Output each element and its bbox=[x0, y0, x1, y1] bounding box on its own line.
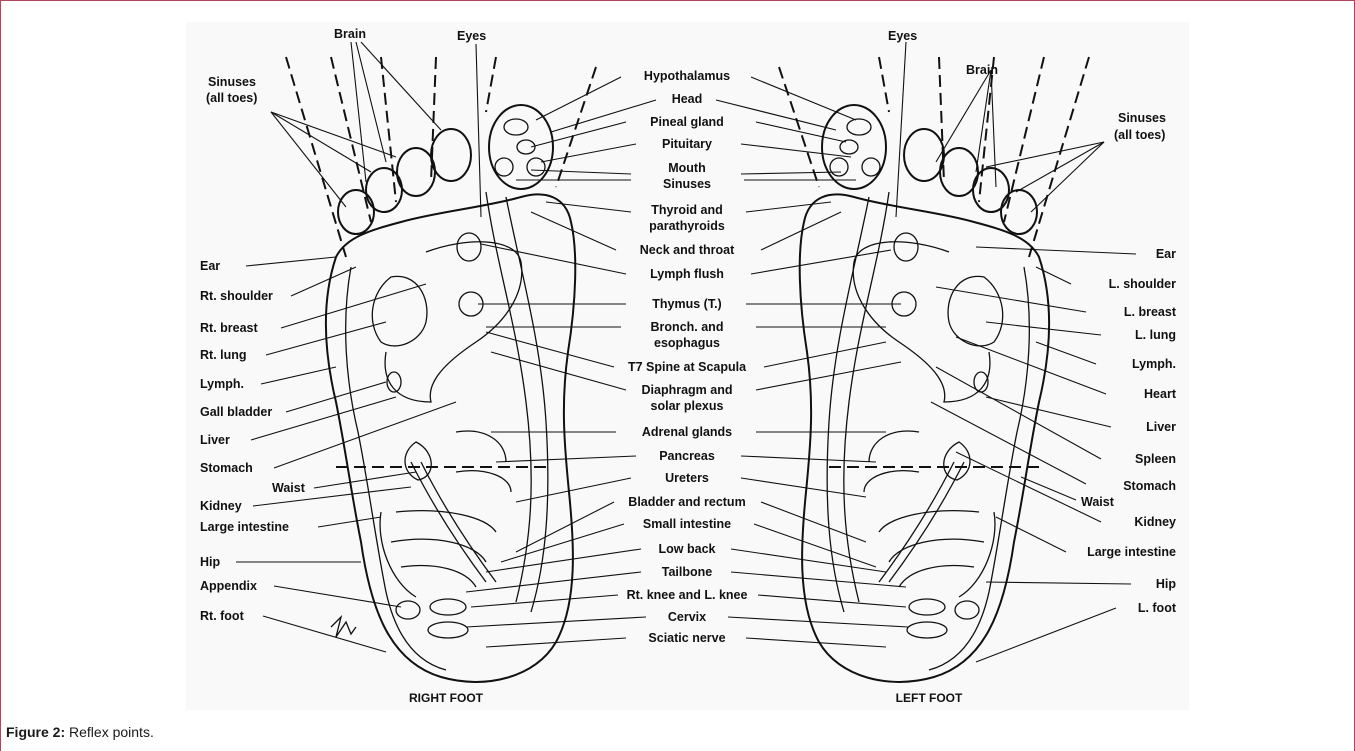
label-l-foot: L. foot bbox=[1138, 601, 1177, 615]
label-liver-right: Liver bbox=[200, 433, 230, 447]
label-rt-lung: Rt. lung bbox=[200, 348, 247, 362]
figure-caption: Figure 2: Reflex points. bbox=[6, 724, 154, 740]
label-ear-left: Ear bbox=[1156, 247, 1176, 261]
right-toe-2 bbox=[431, 129, 471, 181]
right-big-toe bbox=[489, 105, 553, 189]
label-kidney-left: Kidney bbox=[1134, 515, 1176, 529]
label-low-back: Low back bbox=[659, 542, 716, 556]
foot-diagram: Brain Eyes Sinuses (all toes) Ear Rt. sh… bbox=[186, 22, 1189, 710]
left-foot-title: LEFT FOOT bbox=[896, 691, 963, 705]
right-toe-3 bbox=[397, 148, 435, 196]
left-big-toe bbox=[822, 105, 886, 189]
label-hip-right: Hip bbox=[200, 555, 221, 569]
label-sinuses-right: Sinuses bbox=[208, 75, 256, 89]
label-pituitary: Pituitary bbox=[662, 137, 712, 151]
label-adrenal-glands: Adrenal glands bbox=[642, 425, 732, 439]
label-knee: Rt. knee and L. knee bbox=[627, 588, 748, 602]
label-bronch: Bronch. and bbox=[651, 320, 724, 334]
left-foot-outline bbox=[800, 194, 1049, 682]
label-sciatic-nerve: Sciatic nerve bbox=[648, 631, 725, 645]
label-sinuses-left: Sinuses bbox=[1118, 111, 1166, 125]
right-foot-outline bbox=[326, 194, 575, 682]
label-mouth: Mouth bbox=[668, 161, 705, 175]
label-sinuses-center: Sinuses bbox=[663, 177, 711, 191]
label-heart: Heart bbox=[1144, 387, 1177, 401]
label-tailbone: Tailbone bbox=[662, 565, 713, 579]
label-brain-right: Brain bbox=[334, 27, 366, 41]
label-parathyroids: parathyroids bbox=[649, 219, 725, 233]
label-rt-breast: Rt. breast bbox=[200, 321, 258, 335]
label-brain-left: Brain bbox=[966, 63, 998, 77]
label-pancreas: Pancreas bbox=[659, 449, 715, 463]
label-bladder-rectum: Bladder and rectum bbox=[628, 495, 745, 509]
label-large-intestine-right: Large intestine bbox=[200, 520, 289, 534]
label-rt-foot: Rt. foot bbox=[200, 609, 245, 623]
label-waist-right: Waist bbox=[272, 481, 306, 495]
right-toe-5 bbox=[338, 190, 374, 234]
label-spleen: Spleen bbox=[1135, 452, 1176, 466]
label-thyroid: Thyroid and bbox=[651, 203, 723, 217]
label-t7-spine: T7 Spine at Scapula bbox=[628, 360, 747, 374]
label-thymus: Thymus (T.) bbox=[652, 297, 721, 311]
label-head: Head bbox=[672, 92, 703, 106]
label-neck-throat: Neck and throat bbox=[640, 243, 735, 257]
label-esophagus: esophagus bbox=[654, 336, 720, 350]
label-eyes-right: Eyes bbox=[457, 29, 486, 43]
label-lymph-flush: Lymph flush bbox=[650, 267, 724, 281]
label-ear-right: Ear bbox=[200, 259, 220, 273]
label-lymph-right: Lymph. bbox=[200, 377, 244, 391]
label-large-intestine-left: Large intestine bbox=[1087, 545, 1176, 559]
label-rt-shoulder: Rt. shoulder bbox=[200, 289, 273, 303]
label-stomach-left: Stomach bbox=[1123, 479, 1176, 493]
label-all-toes-left: (all toes) bbox=[1114, 128, 1165, 142]
label-ureters: Ureters bbox=[665, 471, 709, 485]
right-foot-drawing bbox=[286, 57, 596, 682]
reflexology-figure: Brain Eyes Sinuses (all toes) Ear Rt. sh… bbox=[186, 22, 1189, 710]
label-cervix: Cervix bbox=[668, 610, 706, 624]
label-hip-left: Hip bbox=[1156, 577, 1177, 591]
label-diaphragm: Diaphragm and bbox=[642, 383, 733, 397]
label-eyes-left: Eyes bbox=[888, 29, 917, 43]
label-small-intestine: Small intestine bbox=[643, 517, 731, 531]
left-toe-2 bbox=[904, 129, 944, 181]
label-all-toes-right: (all toes) bbox=[206, 91, 257, 105]
label-appendix: Appendix bbox=[200, 579, 257, 593]
caption-text: Reflex points. bbox=[65, 724, 154, 740]
label-hypothalamus: Hypothalamus bbox=[644, 69, 730, 83]
caption-label: Figure 2: bbox=[6, 724, 65, 740]
label-waist-left: Waist bbox=[1081, 495, 1115, 509]
label-l-breast: L. breast bbox=[1124, 305, 1177, 319]
label-l-lung: L. lung bbox=[1135, 328, 1176, 342]
label-solar-plexus: solar plexus bbox=[651, 399, 724, 413]
label-kidney-right: Kidney bbox=[200, 499, 242, 513]
label-l-shoulder: L. shoulder bbox=[1109, 277, 1177, 291]
label-gall-bladder: Gall bladder bbox=[200, 405, 272, 419]
label-lymph-left: Lymph. bbox=[1132, 357, 1176, 371]
artist-signature bbox=[331, 617, 356, 637]
right-foot-title: RIGHT FOOT bbox=[409, 691, 484, 705]
label-pineal-gland: Pineal gland bbox=[650, 115, 724, 129]
labels: Brain Eyes Sinuses (all toes) Ear Rt. sh… bbox=[200, 27, 1177, 705]
left-toe-3 bbox=[940, 148, 978, 196]
label-liver-left: Liver bbox=[1146, 420, 1176, 434]
label-stomach-right: Stomach bbox=[200, 461, 253, 475]
